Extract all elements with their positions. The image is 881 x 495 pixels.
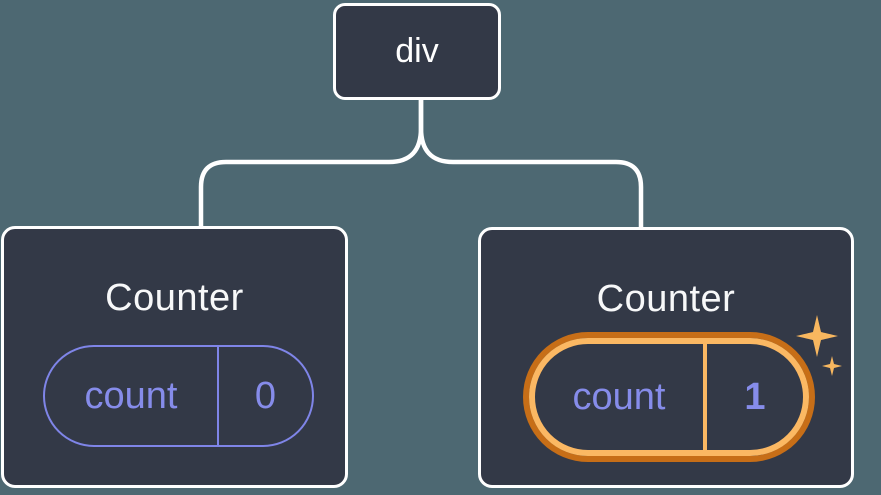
state-value: 1 bbox=[744, 375, 766, 418]
state-value: 0 bbox=[254, 374, 277, 417]
sparkle-large bbox=[796, 315, 838, 357]
root-node-label: div bbox=[395, 32, 439, 70]
state-pill-left: count 0 bbox=[43, 345, 314, 447]
connector-right-branch bbox=[418, 100, 644, 227]
counter-card-right: Counter count 1 bbox=[478, 227, 854, 488]
counter-card-left: Counter count 0 bbox=[1, 226, 348, 488]
state-key-label: count bbox=[45, 347, 219, 445]
connector-left-branch bbox=[198, 100, 424, 227]
sparkle-small bbox=[822, 356, 842, 376]
root-node-div: div bbox=[333, 3, 501, 100]
state-key-label: count bbox=[535, 344, 707, 450]
state-pill-right-highlighted: count 1 bbox=[529, 338, 809, 456]
sparkles-icon bbox=[796, 315, 842, 376]
counter-title: Counter bbox=[596, 278, 736, 320]
counter-title: Counter bbox=[105, 277, 244, 319]
